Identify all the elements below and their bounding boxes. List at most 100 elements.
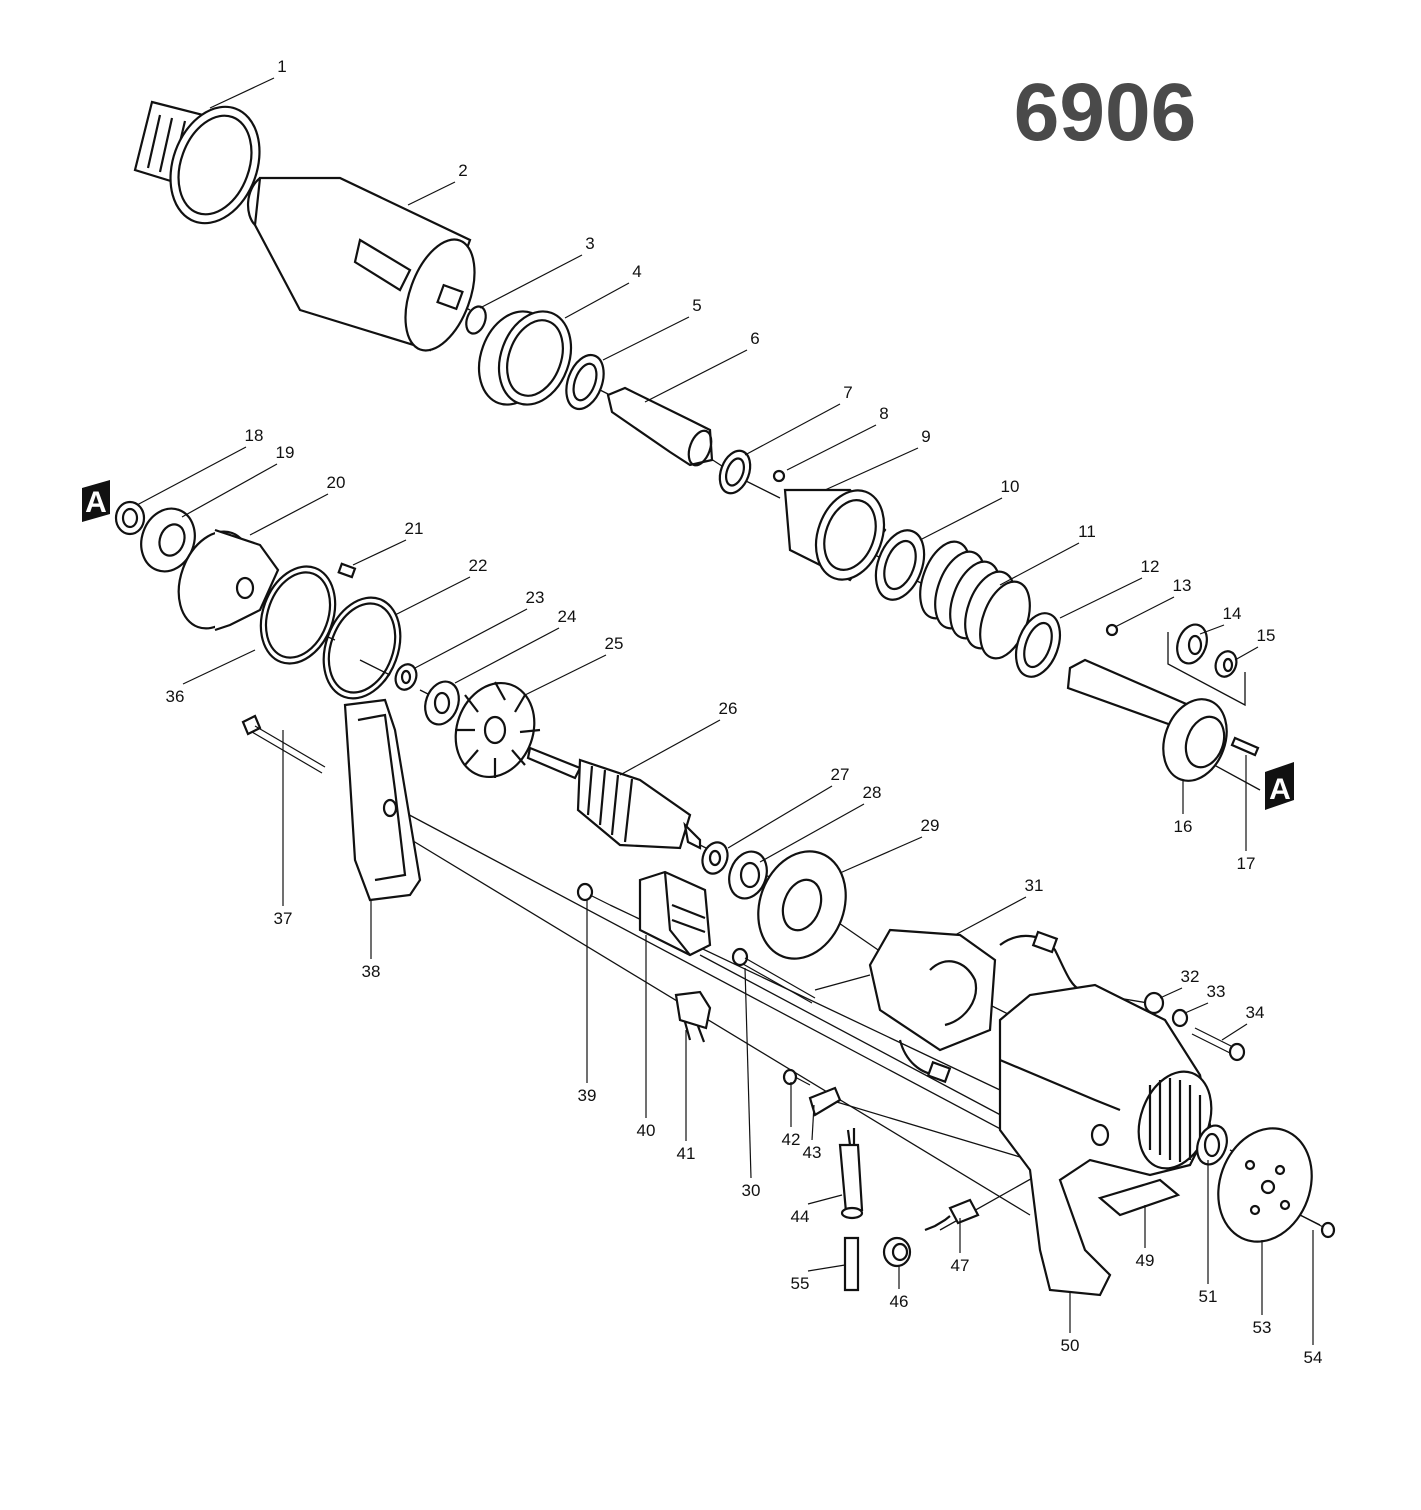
leader-line-22: [394, 576, 471, 616]
section-marker-right: A: [1265, 762, 1294, 810]
part-34-screw: [1191, 1027, 1246, 1062]
leader-line-14: [1199, 624, 1225, 635]
part-36-o-ring: [259, 565, 337, 665]
leader-line-18: [136, 446, 247, 506]
part-6-anvil: [606, 386, 714, 467]
part-label-28: 28: [863, 783, 882, 802]
part-label-2: 2: [458, 161, 467, 180]
part-55-power-cord: [843, 1236, 860, 1292]
part-13-steel-ball: [1105, 623, 1119, 637]
part-21-pin: [337, 562, 357, 579]
svg-text:A: A: [1269, 773, 1291, 806]
part-label-13: 13: [1173, 576, 1192, 595]
part-label-32: 32: [1181, 967, 1200, 986]
part-39-screw: [576, 882, 611, 906]
part-label-53: 53: [1253, 1318, 1272, 1337]
leader-line-11: [999, 542, 1080, 586]
part-9-hammer: [783, 488, 887, 582]
part-26-armature: [526, 746, 702, 850]
part-49-name-plate: [1097, 1178, 1181, 1217]
part-2-gear-housing: [247, 176, 476, 352]
part-label-20: 20: [327, 473, 346, 492]
leader-line-3: [479, 254, 583, 309]
part-label-54: 54: [1304, 1348, 1323, 1367]
part-label-39: 39: [578, 1086, 597, 1105]
part-label-3: 3: [585, 234, 594, 253]
leader-line-5: [602, 316, 690, 361]
leader-line-9: [824, 447, 919, 491]
part-40-switch: [638, 870, 712, 957]
part-31-field-stator: [868, 928, 1081, 1084]
part-label-55: 55: [791, 1274, 810, 1293]
section-marker-left: A: [82, 480, 110, 522]
leader-line-26: [619, 719, 721, 776]
part-label-17: 17: [1237, 854, 1256, 873]
part-18-needle-bearing: [114, 500, 146, 536]
part-label-11: 11: [1078, 522, 1096, 541]
part-label-9: 9: [921, 427, 930, 446]
part-label-26: 26: [719, 699, 738, 718]
part-38-handle-cover: [343, 698, 422, 902]
part-10-washer: [874, 529, 926, 601]
leader-line-6: [644, 349, 748, 403]
part-label-10: 10: [1001, 477, 1020, 496]
leader-line-27: [727, 785, 833, 849]
part-label-51: 51: [1199, 1287, 1218, 1306]
leader-line-4: [564, 282, 630, 319]
leader-line-33: [1184, 1002, 1209, 1014]
leader-line-7: [744, 403, 841, 456]
part-label-30: 30: [742, 1181, 761, 1200]
part-43-cord-clamp: [808, 1086, 842, 1117]
part-label-44: 44: [791, 1207, 810, 1226]
part-14-planet-gear: [1176, 623, 1208, 665]
leader-line-44: [807, 1194, 843, 1205]
part-label-42: 42: [782, 1130, 801, 1149]
part-14-15-bracket: [1167, 632, 1246, 707]
leader-line-29: [839, 836, 923, 874]
leader-line-34: [1221, 1023, 1248, 1041]
part-label-36: 36: [166, 687, 185, 706]
leader-line-30: [744, 967, 752, 1179]
part-3-ring: [465, 305, 487, 335]
part-51-washer: [1196, 1124, 1228, 1166]
part-24-washer: [424, 680, 460, 726]
part-label-23: 23: [526, 588, 545, 607]
part-44-cord-guard: [838, 1128, 864, 1220]
leader-line-1: [209, 77, 275, 109]
part-label-21: 21: [405, 519, 424, 538]
leader-line-31: [954, 896, 1027, 936]
part-27-washer: [701, 841, 729, 875]
part-12-washer: [1014, 612, 1062, 678]
part-label-7: 7: [843, 383, 852, 402]
part-label-12: 12: [1141, 557, 1160, 576]
part-32-spacer: [1143, 991, 1165, 1015]
part-label-29: 29: [921, 816, 940, 835]
part-17-pin: [1230, 736, 1260, 757]
part-41-capacitor: [674, 990, 712, 1043]
part-label-50: 50: [1061, 1336, 1080, 1355]
part-label-8: 8: [879, 404, 888, 423]
part-label-25: 25: [605, 634, 624, 653]
part-28-ball-bearing: [728, 850, 768, 900]
part-label-24: 24: [558, 607, 577, 626]
part-label-16: 16: [1174, 817, 1193, 836]
part-30-screw: [731, 947, 816, 1004]
leader-line-55: [807, 1264, 846, 1272]
part-1-chuck-cap: [133, 100, 261, 225]
part-label-46: 46: [890, 1292, 909, 1311]
part-5-washer: [565, 353, 605, 411]
part-11-spring: [919, 540, 1031, 660]
part-7-washer: [718, 449, 752, 495]
part-label-31: 31: [1025, 876, 1044, 895]
leader-line-25: [524, 654, 607, 696]
part-label-47: 47: [951, 1256, 970, 1275]
leader-line-13: [1114, 596, 1175, 628]
part-number-labels: 1234567891011121314151617181920212223242…: [166, 57, 1323, 1367]
part-label-4: 4: [632, 262, 641, 281]
part-23-needle-bearing: [394, 663, 418, 691]
part-53-rear-cover: [1217, 1127, 1313, 1243]
part-46-brush-cap: [882, 1236, 912, 1268]
part-20-inner-housing: [177, 528, 280, 632]
